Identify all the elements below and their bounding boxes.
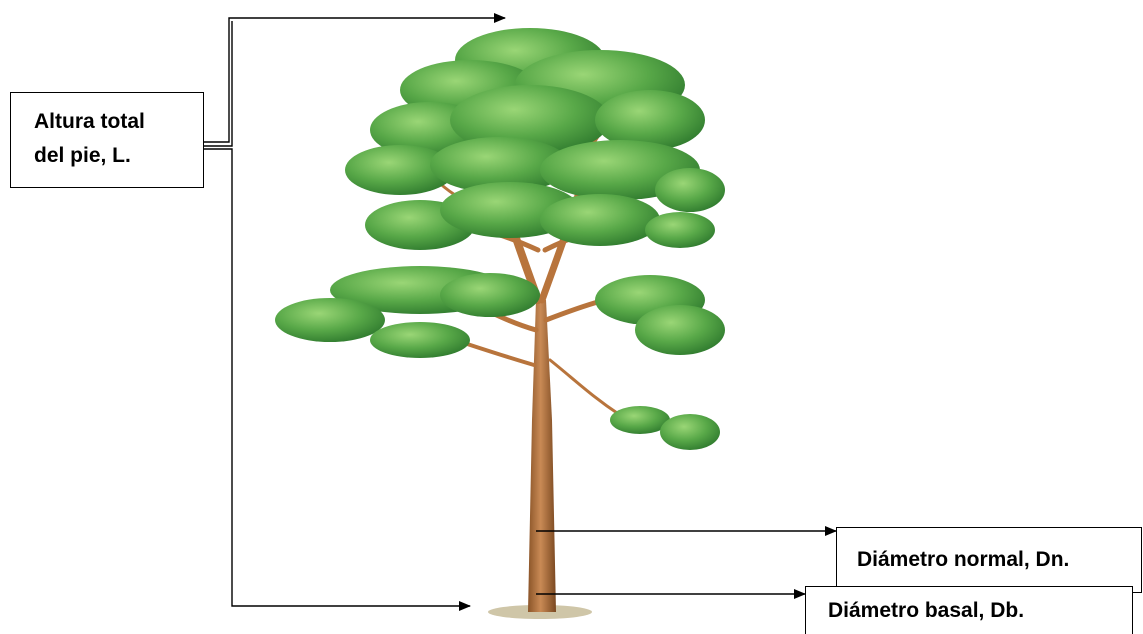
basal-diameter-label-box: Diámetro basal, Db.	[805, 586, 1133, 634]
diameter-pointers	[536, 531, 836, 594]
total-height-label-line1: Altura total	[34, 105, 203, 139]
basal-diameter-label: Diámetro basal, Db.	[828, 594, 1132, 628]
total-height-label-box: Altura total del pie, L.	[10, 92, 204, 188]
tree-trunk	[528, 300, 556, 612]
normal-diameter-label: Diámetro normal, Dn.	[857, 543, 1141, 577]
tree-foliage	[275, 28, 725, 450]
normal-diameter-label-box: Diámetro normal, Dn.	[836, 527, 1142, 593]
total-height-label-line2: del pie, L.	[34, 139, 203, 173]
